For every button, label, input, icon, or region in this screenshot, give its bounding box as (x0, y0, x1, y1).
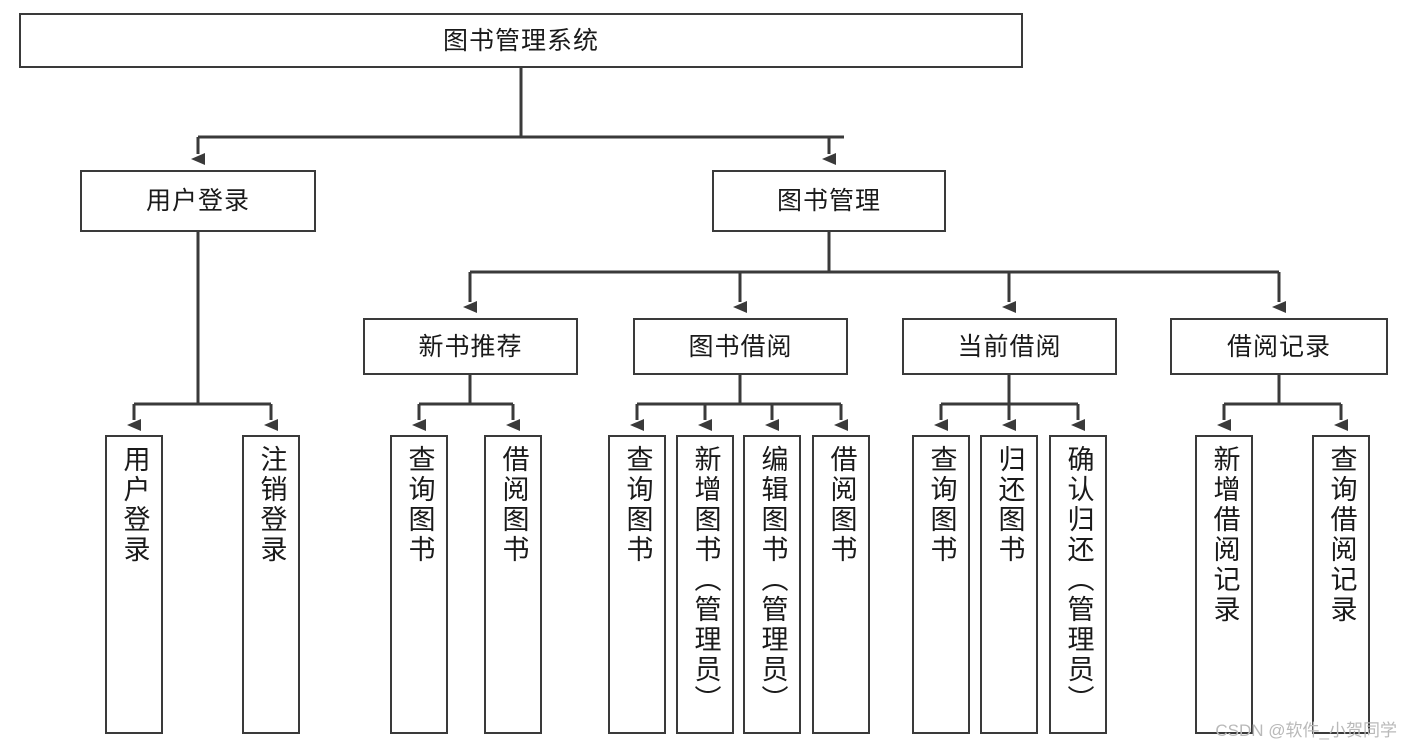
leaf-book-borrow-edit-book[interactable]: 编辑图书（管理员） (743, 435, 801, 734)
node-book-management[interactable]: 图书管理 (712, 170, 946, 232)
node-label: 新书推荐 (418, 332, 523, 361)
leaf-current-borrow-query-book[interactable]: 查询图书 (912, 435, 970, 734)
node-label: 查询图书 (622, 445, 653, 565)
node-label: 新增借阅记录 (1209, 445, 1240, 625)
node-label: 图书借阅 (688, 332, 793, 361)
node-label: 编辑图书（管理员） (757, 445, 788, 715)
node-label: 查询图书 (404, 445, 435, 565)
leaf-new-book-query-book[interactable]: 查询图书 (390, 435, 448, 734)
node-user-login[interactable]: 用户登录 (80, 170, 316, 232)
node-label: 用户登录 (145, 187, 250, 215)
node-label: 借阅记录 (1226, 332, 1331, 361)
node-label: 图书管理系统 (442, 26, 599, 55)
node-label: 查询借阅记录 (1326, 445, 1357, 625)
node-book-borrow[interactable]: 图书借阅 (633, 318, 848, 375)
leaf-new-book-borrow-book[interactable]: 借阅图书 (484, 435, 542, 734)
node-label: 用户登录 (119, 445, 150, 565)
node-label: 确认归还（管理员） (1063, 445, 1094, 715)
node-label: 当前借阅 (957, 332, 1062, 361)
node-label: 借阅图书 (826, 445, 857, 565)
leaf-book-borrow-borrow-book[interactable]: 借阅图书 (812, 435, 870, 734)
leaf-borrow-record-add-record[interactable]: 新增借阅记录 (1195, 435, 1253, 734)
node-borrow-record[interactable]: 借阅记录 (1170, 318, 1388, 375)
node-label: 归还图书 (994, 445, 1025, 565)
leaf-user-login-login[interactable]: 用户登录 (105, 435, 163, 734)
leaf-borrow-record-query-record[interactable]: 查询借阅记录 (1312, 435, 1370, 734)
node-current-borrow[interactable]: 当前借阅 (902, 318, 1117, 375)
node-label: 查询图书 (926, 445, 957, 565)
node-new-book-recommend[interactable]: 新书推荐 (363, 318, 578, 375)
node-label: 注销登录 (256, 445, 287, 565)
leaf-book-borrow-add-book[interactable]: 新增图书（管理员） (676, 435, 734, 734)
node-label: 图书管理 (776, 187, 881, 215)
leaf-current-borrow-confirm-return[interactable]: 确认归还（管理员） (1049, 435, 1107, 734)
leaf-current-borrow-return-book[interactable]: 归还图书 (980, 435, 1038, 734)
node-label: 新增图书（管理员） (690, 445, 721, 715)
leaf-book-borrow-query-book[interactable]: 查询图书 (608, 435, 666, 734)
node-root-book-management-system[interactable]: 图书管理系统 (19, 13, 1023, 68)
leaf-user-login-logout[interactable]: 注销登录 (242, 435, 300, 734)
node-label: 借阅图书 (498, 445, 529, 565)
